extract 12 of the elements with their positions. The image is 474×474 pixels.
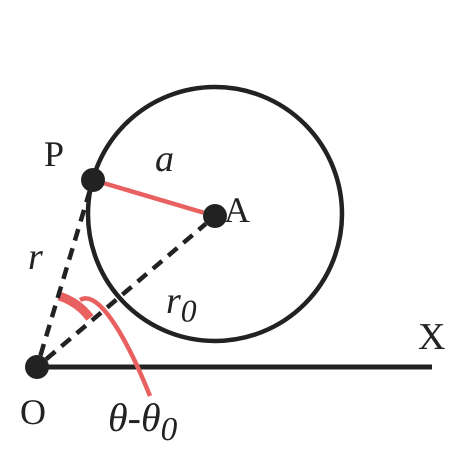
axis-label: X [418, 318, 446, 356]
angle-mark [58, 292, 94, 321]
point-label: O [20, 394, 46, 430]
point-label: P [44, 136, 64, 172]
angle-label: θ-θ$_{0}$ [108, 398, 178, 446]
point-label: A [224, 192, 250, 228]
edge-label: r [28, 238, 43, 276]
line-segment [104, 181, 204, 215]
line-segment [44, 222, 208, 361]
leader-line [79, 296, 152, 397]
edge-label: r$_{0}$ [166, 282, 197, 328]
edge-label: a [155, 140, 174, 178]
